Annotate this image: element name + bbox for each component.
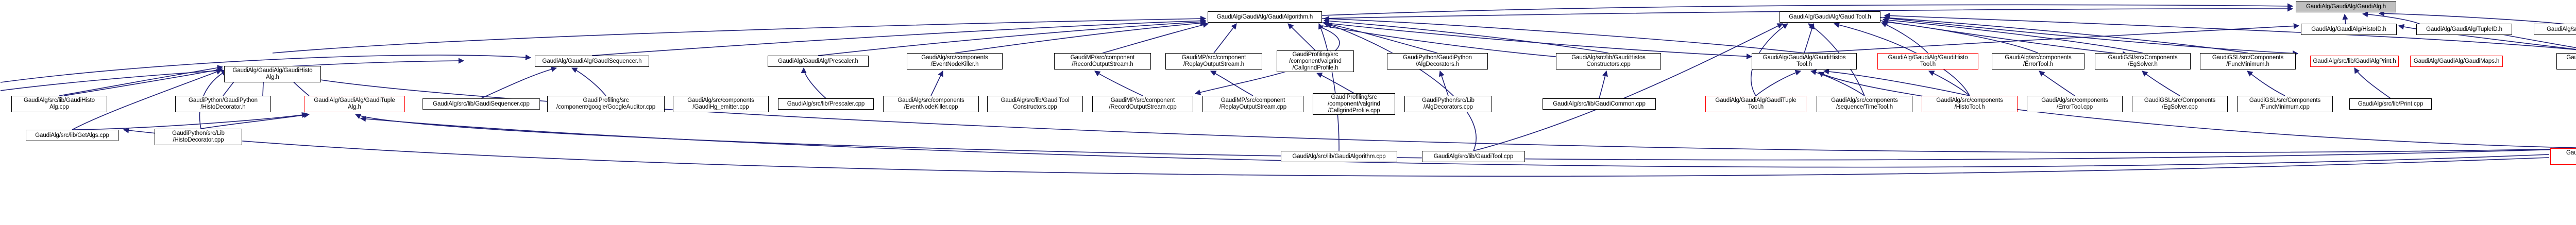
graph-node[interactable]: GaudiPython/GaudiPython /TupleDecorator.…	[2550, 148, 2576, 165]
graph-node[interactable]: GaudiAlg/GaudiAlg/GaudiSequencer.h	[535, 56, 649, 67]
graph-node[interactable]: GaudiAlg/src/components /EventNodeKiller…	[883, 96, 979, 112]
graph-node[interactable]: GaudiMP/src/component /ReplayOutputStrea…	[1165, 53, 1262, 70]
graph-node[interactable]: GaudiPython/src/Lib /AlgDecorators.cpp	[1404, 96, 1492, 112]
graph-node[interactable]: GaudiAlg/src/components /HistoTool.h	[1922, 96, 2018, 112]
graph-node[interactable]: GaudiProfiling/src /component/valgrind /…	[1277, 50, 1354, 72]
graph-node[interactable]: GaudiAlg/src/lib/GaudiAlgPrint.h	[2310, 56, 2399, 67]
graph-node[interactable]: GaudiMP/src/component /RecordOutputStrea…	[1054, 53, 1151, 70]
graph-node[interactable]: GaudiGSL/src/Components /EgSolver.cpp	[2132, 96, 2228, 112]
graph-node[interactable]: GaudiAlg/GaudiAlg/GaudiMaps.h	[2410, 56, 2503, 67]
graph-node[interactable]: GaudiAlg/src/lib/Prescaler.cpp	[778, 98, 874, 110]
graph-node[interactable]: GaudiAlg/src/components /GaudiHg_emitter…	[673, 96, 769, 112]
graph-node[interactable]: GaudiPython/src/Lib /HistoDecorator.cpp	[155, 129, 242, 145]
graph-node[interactable]: GaudiAlg/GaudiAlg/Prescaler.h	[768, 56, 869, 67]
graph-node[interactable]: GaudiAlg/src/components /ErrorTool.h	[1992, 53, 2084, 70]
graph-node[interactable]: GaudiAlg/src/components /sequence/TimeTo…	[1817, 96, 1912, 112]
graph-node[interactable]: GaudiAlg/src/lib/GaudiCommon.cpp	[1543, 98, 1656, 110]
graph-node[interactable]: GaudiPython/GaudiPython /HistoDecorator.…	[175, 96, 271, 112]
graph-node[interactable]: GaudiGSI/src/Components /EgSolver.h	[2095, 53, 2191, 70]
graph-node[interactable]: GaudiAlg/GaudiAlg/HistoID.h	[2301, 24, 2397, 35]
graph-node[interactable]: GaudiAlg/src/lib/GetAlgs.cpp	[26, 130, 118, 141]
graph-node[interactable]: GaudiAlg/GaudiAlg/GaudiHisto Alg.h	[224, 66, 321, 82]
graph-node[interactable]: GaudiMP/src/component /ReplayOutputStrea…	[1202, 96, 1303, 112]
graph-node[interactable]: GaudiAlg/src/components /EventNodeKiller…	[907, 53, 1003, 70]
graph-node[interactable]: GaudiProfiling/src /component/valgrind /…	[1313, 93, 1395, 115]
graph-node[interactable]: GaudiAlg/GaudiAlg/GaudiTuple Tool.h	[1705, 96, 1806, 112]
graph-node[interactable]: GaudiAlg/GaudiAlg/GaudiTool.h	[1780, 11, 1880, 23]
graph-node[interactable]: GaudiAlg/GaudiAlg/TupleID.h	[2416, 24, 2512, 35]
graph-node[interactable]: GaudiAlg/src/lib/GaudiTool.cpp	[1422, 151, 1525, 162]
graph-node[interactable]: GaudiPython/GaudiPython /AlgDecorators.h	[1387, 53, 1488, 70]
graph-node-root[interactable]: GaudiAlg/GaudiAlg/GaudiAlg.h	[2296, 1, 2396, 12]
graph-node[interactable]: GaudiAlg/src/lib/GaudiAlg.cpp	[2534, 24, 2576, 35]
graph-node[interactable]: GaudiGSL/src/Components /FuncMinimum.cpp	[2237, 96, 2333, 112]
graph-node[interactable]: GaudiGSL/src/Components /FuncMinimum.h	[2200, 53, 2296, 70]
graph-node[interactable]: GaudiAlg/src/lib/GaudiSequencer.cpp	[422, 98, 540, 110]
graph-node[interactable]: GaudiProfiling/src /component/google/Goo…	[547, 96, 665, 112]
graph-node[interactable]: GaudiAlg/src/lib/GaudiAlgorithm.cpp	[1281, 151, 1397, 162]
graph-node[interactable]: GaudiAlg/src/lib/Print.cpp	[2349, 98, 2432, 110]
graph-node[interactable]: GaudiAlg/GaudiAlg/GaudiTuple Tool.h	[2556, 53, 2576, 70]
graph-node[interactable]: GaudiAlg/GaudiAlg/GaudiTuple Alg.h	[304, 96, 405, 112]
graph-node[interactable]: GaudiMP/src/component /RecordOutputStrea…	[1092, 96, 1193, 112]
graph-node[interactable]: GaudiAlg/src/lib/GaudiHistos Constructor…	[1556, 53, 1661, 70]
graph-node[interactable]: GaudiAlg/GaudiAlg/GaudiHistos Tool.h	[1752, 53, 1857, 70]
graph-node[interactable]: GaudiAlg/src/components /ErrorTool.cpp	[2027, 96, 2123, 112]
graph-node[interactable]: GaudiAlg/src/lib/GaudiTool Constructors.…	[987, 96, 1083, 112]
graph-node[interactable]: GaudiAlg/GaudiAlg/GaudiAlgorithm.h	[1208, 11, 1322, 23]
graph-node[interactable]: GaudiAlg/GaudiAlg/GaudiHisto Tool.h	[1877, 53, 1978, 70]
graph-node[interactable]: GaudiAlg/src/lib/GaudiHisto Alg.cpp	[11, 96, 107, 112]
